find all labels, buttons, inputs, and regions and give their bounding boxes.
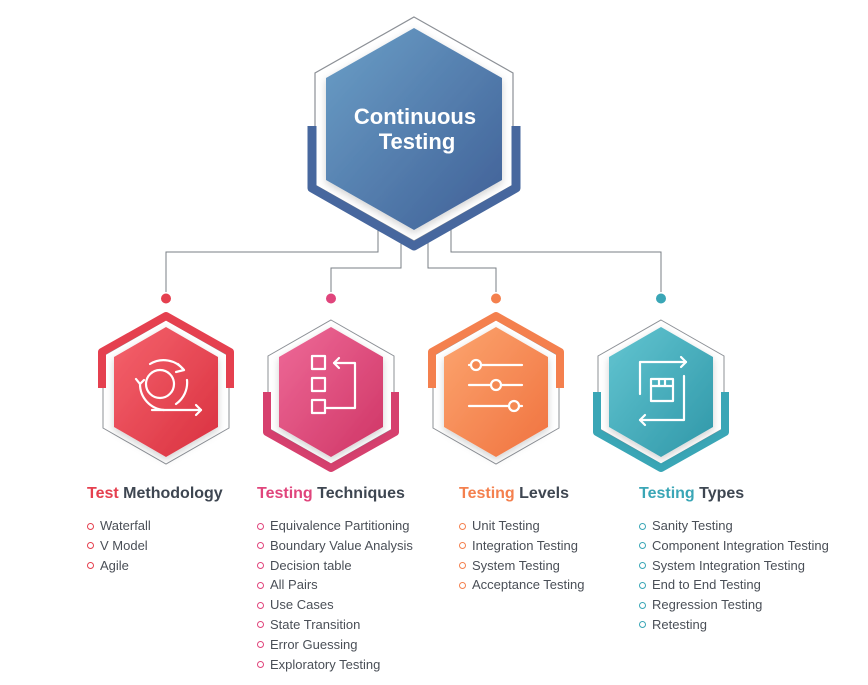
list-item: V Model (87, 536, 223, 556)
title-accent: Test (87, 485, 119, 502)
hexagon-testing-types (593, 319, 729, 472)
item-list: Unit Testing Integration Testing System … (459, 516, 585, 595)
sliders-icon (467, 358, 524, 413)
title-rest: Levels (514, 485, 569, 502)
list-item: System Testing (459, 556, 585, 576)
connector-lines (165, 226, 662, 292)
list-item: Error Guessing (257, 635, 413, 655)
category-title: Testing Levels (459, 485, 585, 503)
category-testing-levels: Testing Levels Unit Testing Integration … (459, 485, 585, 595)
connector-levels (427, 232, 497, 292)
center-hexagon: Continuous Testing (307, 16, 521, 251)
dot-types (656, 293, 666, 304)
list-item: Decision table (257, 556, 413, 576)
title-accent: Testing (459, 485, 515, 502)
dot-methodology (161, 293, 171, 304)
list-item: Integration Testing (459, 536, 585, 556)
title-accent: Testing (639, 485, 695, 502)
box-exchange-icon (638, 355, 688, 427)
list-item: Equivalence Partitioning (257, 516, 413, 536)
hexagon-testing-techniques (263, 319, 399, 472)
category-testing-techniques: Testing Techniques Equivalence Partition… (257, 485, 413, 674)
title-rest: Techniques (312, 485, 405, 502)
connector-types (450, 226, 662, 292)
dot-levels (491, 293, 501, 304)
item-list: Sanity Testing Component Integration Tes… (639, 516, 829, 635)
center-title-line1: Continuous (354, 104, 476, 129)
list-item: Acceptance Testing (459, 575, 585, 595)
connector-techniques (330, 232, 402, 292)
list-item: All Pairs (257, 575, 413, 595)
dot-techniques (326, 293, 336, 304)
list-item: Regression Testing (639, 595, 829, 615)
list-item: Retesting (639, 615, 829, 635)
checklist-flow-icon (310, 354, 357, 415)
list-item: Unit Testing (459, 516, 585, 536)
connector-methodology (165, 226, 379, 292)
center-title-line2: Testing (379, 129, 456, 154)
category-test-methodology: Test Methodology Waterfall V Model Agile (87, 485, 223, 575)
list-item: Component Integration Testing (639, 536, 829, 556)
category-testing-types: Testing Types Sanity Testing Component I… (639, 485, 829, 635)
item-list: Equivalence Partitioning Boundary Value … (257, 516, 413, 674)
list-item: Use Cases (257, 595, 413, 615)
title-rest: Methodology (118, 485, 223, 502)
list-item: Agile (87, 556, 223, 576)
list-item: End to End Testing (639, 575, 829, 595)
title-rest: Types (694, 485, 745, 502)
item-list: Waterfall V Model Agile (87, 516, 223, 575)
list-item: Sanity Testing (639, 516, 829, 536)
category-title: Testing Types (639, 485, 829, 503)
title-accent: Testing (257, 485, 313, 502)
list-item: Exploratory Testing (257, 655, 413, 675)
list-item: Boundary Value Analysis (257, 536, 413, 556)
category-title: Test Methodology (87, 485, 223, 503)
list-item: System Integration Testing (639, 556, 829, 576)
hexagon-test-methodology (98, 312, 234, 465)
cycle-arrows-icon (134, 359, 203, 417)
list-item: State Transition (257, 615, 413, 635)
list-item: Waterfall (87, 516, 223, 536)
connector-dots (161, 293, 666, 304)
hexagon-testing-levels (428, 312, 564, 465)
category-title: Testing Techniques (257, 485, 413, 503)
